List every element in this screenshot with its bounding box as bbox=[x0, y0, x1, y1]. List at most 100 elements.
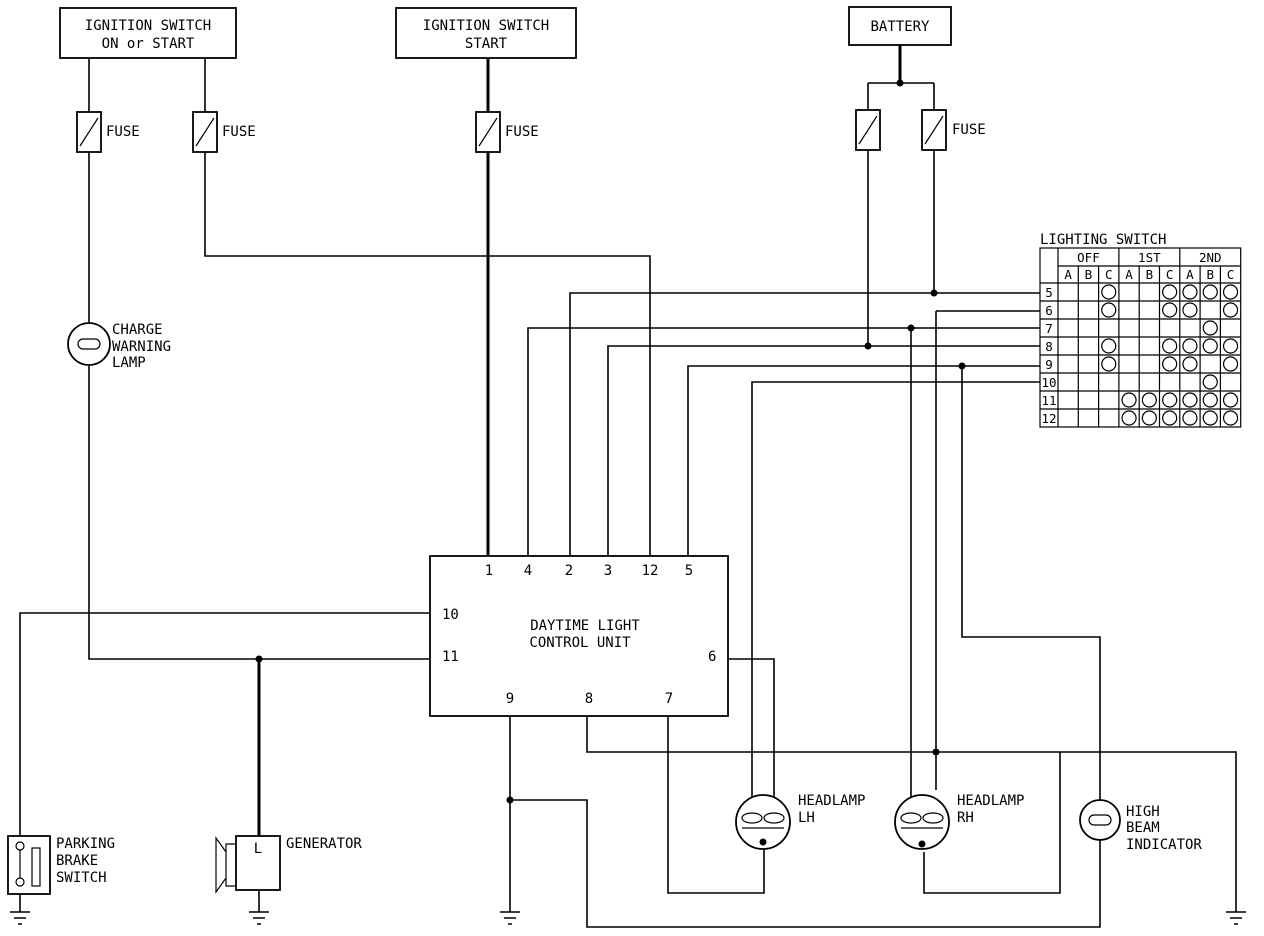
fuse-battery-b: FUSE bbox=[921, 109, 986, 151]
lighting-switch-title: LIGHTING SWITCH bbox=[1040, 232, 1166, 248]
switch-row-label-7: 7 bbox=[1045, 321, 1053, 336]
switch-contact-8-7 bbox=[1202, 338, 1218, 354]
switch-col-4: B bbox=[1146, 267, 1154, 282]
wires bbox=[19, 45, 1237, 928]
switch-contact-8-6 bbox=[1182, 338, 1198, 354]
unit-label-2: CONTROL UNIT bbox=[529, 635, 631, 651]
switch-contact-8-5 bbox=[1162, 338, 1178, 354]
switch-contact-8-8 bbox=[1222, 338, 1239, 354]
parking-brake-switch: PARKING BRAKE SWITCH bbox=[7, 835, 115, 895]
headlamp-lh: HEADLAMP LH bbox=[735, 793, 865, 850]
switch-col-6: A bbox=[1186, 267, 1194, 282]
headlamp-rh-label-2: RH bbox=[957, 810, 974, 826]
switch-contact-12-5 bbox=[1162, 410, 1178, 426]
high-beam-label-3: INDICATOR bbox=[1126, 837, 1202, 853]
switch-col-1: B bbox=[1085, 267, 1093, 282]
charge-label-2: WARNING bbox=[112, 339, 171, 355]
headlamp-lh-label-2: LH bbox=[798, 810, 815, 826]
charge-label-3: LAMP bbox=[112, 355, 146, 371]
switch-contact-11-6 bbox=[1182, 392, 1198, 408]
switch-contact-6-6 bbox=[1182, 302, 1198, 318]
switch-contact-6-8 bbox=[1222, 302, 1239, 318]
high-beam-indicator: HIGH BEAM INDICATOR bbox=[1079, 799, 1202, 853]
unit-pin-1: 1 bbox=[485, 563, 493, 579]
parking-label-3: SWITCH bbox=[56, 870, 107, 886]
unit-pin-11: 11 bbox=[442, 649, 459, 665]
ground-symbols bbox=[10, 890, 1246, 925]
switch-col-7: B bbox=[1206, 267, 1214, 282]
switch-contact-9-5 bbox=[1162, 356, 1178, 372]
unit-pin-3: 3 bbox=[604, 563, 612, 579]
switch-contact-12-4 bbox=[1141, 410, 1157, 426]
switch-row-label-5: 5 bbox=[1045, 285, 1053, 300]
fuse-ign-start-label: FUSE bbox=[505, 124, 539, 140]
parking-label-2: BRAKE bbox=[56, 853, 98, 869]
battery: BATTERY bbox=[848, 6, 952, 46]
switch-contact-9-2 bbox=[1101, 356, 1117, 372]
switch-contact-7-7 bbox=[1202, 320, 1218, 336]
switch-contact-9-8 bbox=[1222, 356, 1239, 372]
switch-col-8: C bbox=[1227, 267, 1235, 282]
switch-contact-5-8 bbox=[1222, 284, 1239, 300]
switch-contact-9-6 bbox=[1182, 356, 1198, 372]
switch-contact-6-5 bbox=[1162, 302, 1178, 318]
unit-pin-4: 4 bbox=[524, 563, 532, 579]
ignition-switch-start: IGNITION SWITCH START bbox=[395, 7, 577, 59]
ignition-start-label-1: IGNITION SWITCH bbox=[423, 18, 549, 34]
switch-contact-5-5 bbox=[1162, 284, 1178, 300]
parking-label-1: PARKING bbox=[56, 836, 115, 852]
battery-label: BATTERY bbox=[870, 19, 930, 35]
unit-pin-10: 10 bbox=[442, 607, 459, 623]
switch-group-off: OFF bbox=[1077, 250, 1100, 265]
high-beam-label-1: HIGH bbox=[1126, 804, 1160, 820]
switch-row-label-11: 11 bbox=[1041, 393, 1056, 408]
switch-col-3: A bbox=[1125, 267, 1133, 282]
switch-contact-11-4 bbox=[1141, 392, 1157, 408]
fuse-battery-b-label: FUSE bbox=[952, 122, 986, 138]
high-beam-label-2: BEAM bbox=[1126, 820, 1160, 836]
daytime-light-control-unit: DAYTIME LIGHT CONTROL UNIT 1 4 2 3 12 5 … bbox=[429, 555, 729, 717]
fuse-ign-a-label: FUSE bbox=[106, 124, 140, 140]
switch-row-label-9: 9 bbox=[1045, 357, 1053, 372]
switch-row-label-6: 6 bbox=[1045, 303, 1053, 318]
junction-dots bbox=[255, 79, 966, 848]
ignition-switch-on-start: IGNITION SWITCH ON or START bbox=[59, 7, 237, 59]
unit-pin-6: 6 bbox=[708, 649, 716, 665]
switch-contact-8-2 bbox=[1101, 338, 1117, 354]
switch-contact-12-6 bbox=[1182, 410, 1198, 426]
headlamp-rh: HEADLAMP RH bbox=[894, 793, 1024, 850]
switch-col-2: C bbox=[1105, 267, 1113, 282]
headlamp-rh-label-1: HEADLAMP bbox=[957, 793, 1024, 809]
switch-contact-10-7 bbox=[1202, 374, 1218, 390]
headlamp-lh-label-1: HEADLAMP bbox=[798, 793, 865, 809]
switch-contact-11-7 bbox=[1202, 392, 1218, 408]
switch-contact-12-8 bbox=[1222, 410, 1239, 426]
switch-group-2nd: 2ND bbox=[1199, 250, 1222, 265]
generator-label: GENERATOR bbox=[286, 836, 362, 852]
ignition-on-start-label-2: ON or START bbox=[102, 36, 195, 52]
ignition-on-start-label-1: IGNITION SWITCH bbox=[85, 18, 211, 34]
generator-terminal-label: L bbox=[254, 841, 262, 857]
switch-group-1st: 1ST bbox=[1138, 250, 1161, 265]
generator: L GENERATOR bbox=[215, 835, 362, 894]
switch-col-0: A bbox=[1064, 267, 1072, 282]
switch-row-label-8: 8 bbox=[1045, 339, 1053, 354]
unit-pin-9: 9 bbox=[506, 691, 514, 707]
charge-warning-lamp: CHARGE WARNING LAMP bbox=[67, 322, 171, 371]
switch-contact-6-2 bbox=[1101, 302, 1117, 318]
switch-contact-5-6 bbox=[1182, 284, 1198, 300]
unit-pin-7: 7 bbox=[665, 691, 673, 707]
switch-contact-5-7 bbox=[1202, 284, 1218, 300]
switch-contact-11-5 bbox=[1162, 392, 1178, 408]
switch-contact-11-3 bbox=[1121, 392, 1137, 408]
ignition-start-label-2: START bbox=[465, 36, 508, 52]
fuse-ign-b: FUSE bbox=[192, 111, 256, 153]
fuse-battery-a bbox=[855, 109, 881, 151]
unit-label-1: DAYTIME LIGHT bbox=[530, 618, 640, 634]
switch-contact-11-8 bbox=[1222, 392, 1239, 408]
switch-row-label-10: 10 bbox=[1041, 375, 1056, 390]
switch-contact-12-3 bbox=[1121, 410, 1137, 426]
